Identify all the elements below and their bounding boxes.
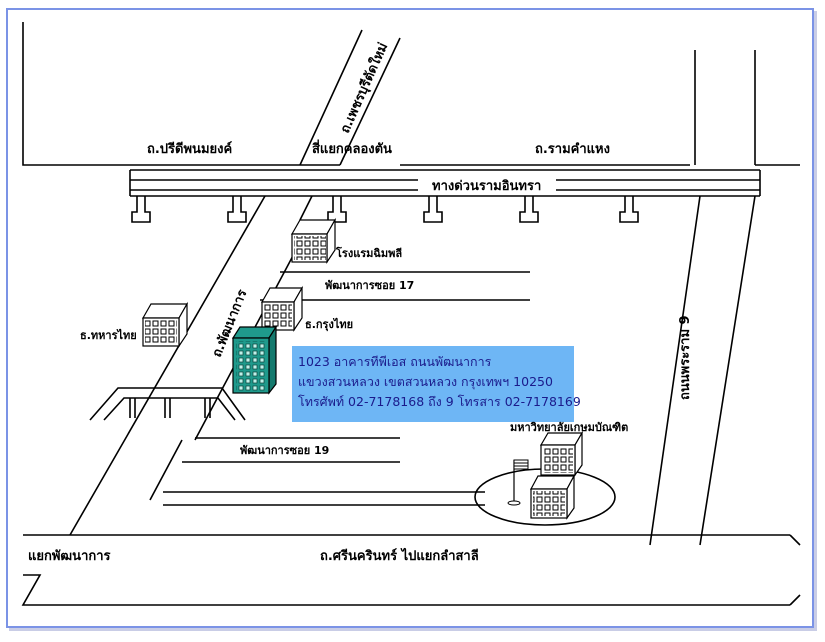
address-line-3: โทรศัพท์ 02-7178168 ถึง 9 โทรสาร 02-7178…	[298, 394, 581, 409]
expressway-pillars	[131, 196, 639, 223]
flag-icon	[507, 459, 529, 506]
khlong-tan-label: สี่แยกคลองตัน	[312, 139, 392, 157]
srinakarin-road	[21, 534, 801, 606]
soi17-road	[260, 271, 530, 301]
military-bank-building-icon	[141, 301, 189, 348]
hotel-label: โรงแรมฉิมพลี	[335, 246, 402, 260]
pattanakarn-flyover	[89, 387, 246, 421]
rama9-road	[649, 50, 756, 546]
target-building-icon	[231, 324, 278, 395]
krungthai-label: ธ.กรุงไทย	[305, 317, 353, 332]
address-line-1: 1023 อาคารทีพีเอส ถนนพัฒนาการ	[298, 354, 492, 369]
soi19-road	[182, 437, 400, 463]
soi19-label: พัฒนาการซอย 19	[240, 444, 329, 457]
pattanakarn-junction-label: แยกพัฒนาการ	[28, 549, 111, 564]
address-line-2: แขวงสวนหลวง เขตสวนหลวง กรุงเทพฯ 10250	[298, 374, 553, 390]
university-label: มหาวิทยาลัยเกษมบัณฑิต	[510, 421, 628, 434]
srinakarin-road-label: ถ.ศรีนครินทร์ ไปแยกลำสาลี	[320, 547, 479, 564]
military-bank-label: ธ.ทหารไทย	[80, 328, 137, 342]
phetchaburi-road-label: ถ.เพชรบุรีตัดใหม่	[336, 40, 391, 136]
pridi-road-label: ถ.ปรีดีพนมยงค์	[147, 141, 232, 157]
phetchaburi-road	[299, 29, 401, 221]
university-building-icon	[529, 430, 584, 520]
expressway	[129, 169, 761, 223]
hotel-building-icon	[290, 217, 337, 264]
expressway-label: ทางด่วนรามอินทรา	[432, 179, 541, 194]
rama9-road-label: ถนนพระราม 9	[678, 315, 693, 400]
map-frame	[6, 8, 814, 628]
address-info-box: 1023 อาคารทีพีเอส ถนนพัฒนาการ แขวงสวนหลว…	[292, 346, 581, 422]
krungthai-building-icon	[260, 285, 304, 332]
top-road	[22, 22, 800, 166]
expressway-label-bg	[418, 176, 556, 194]
ramkhamhaeng-label: ถ.รามคำแหง	[535, 141, 610, 157]
soi17-label: พัฒนาการซอย 17	[325, 279, 414, 292]
